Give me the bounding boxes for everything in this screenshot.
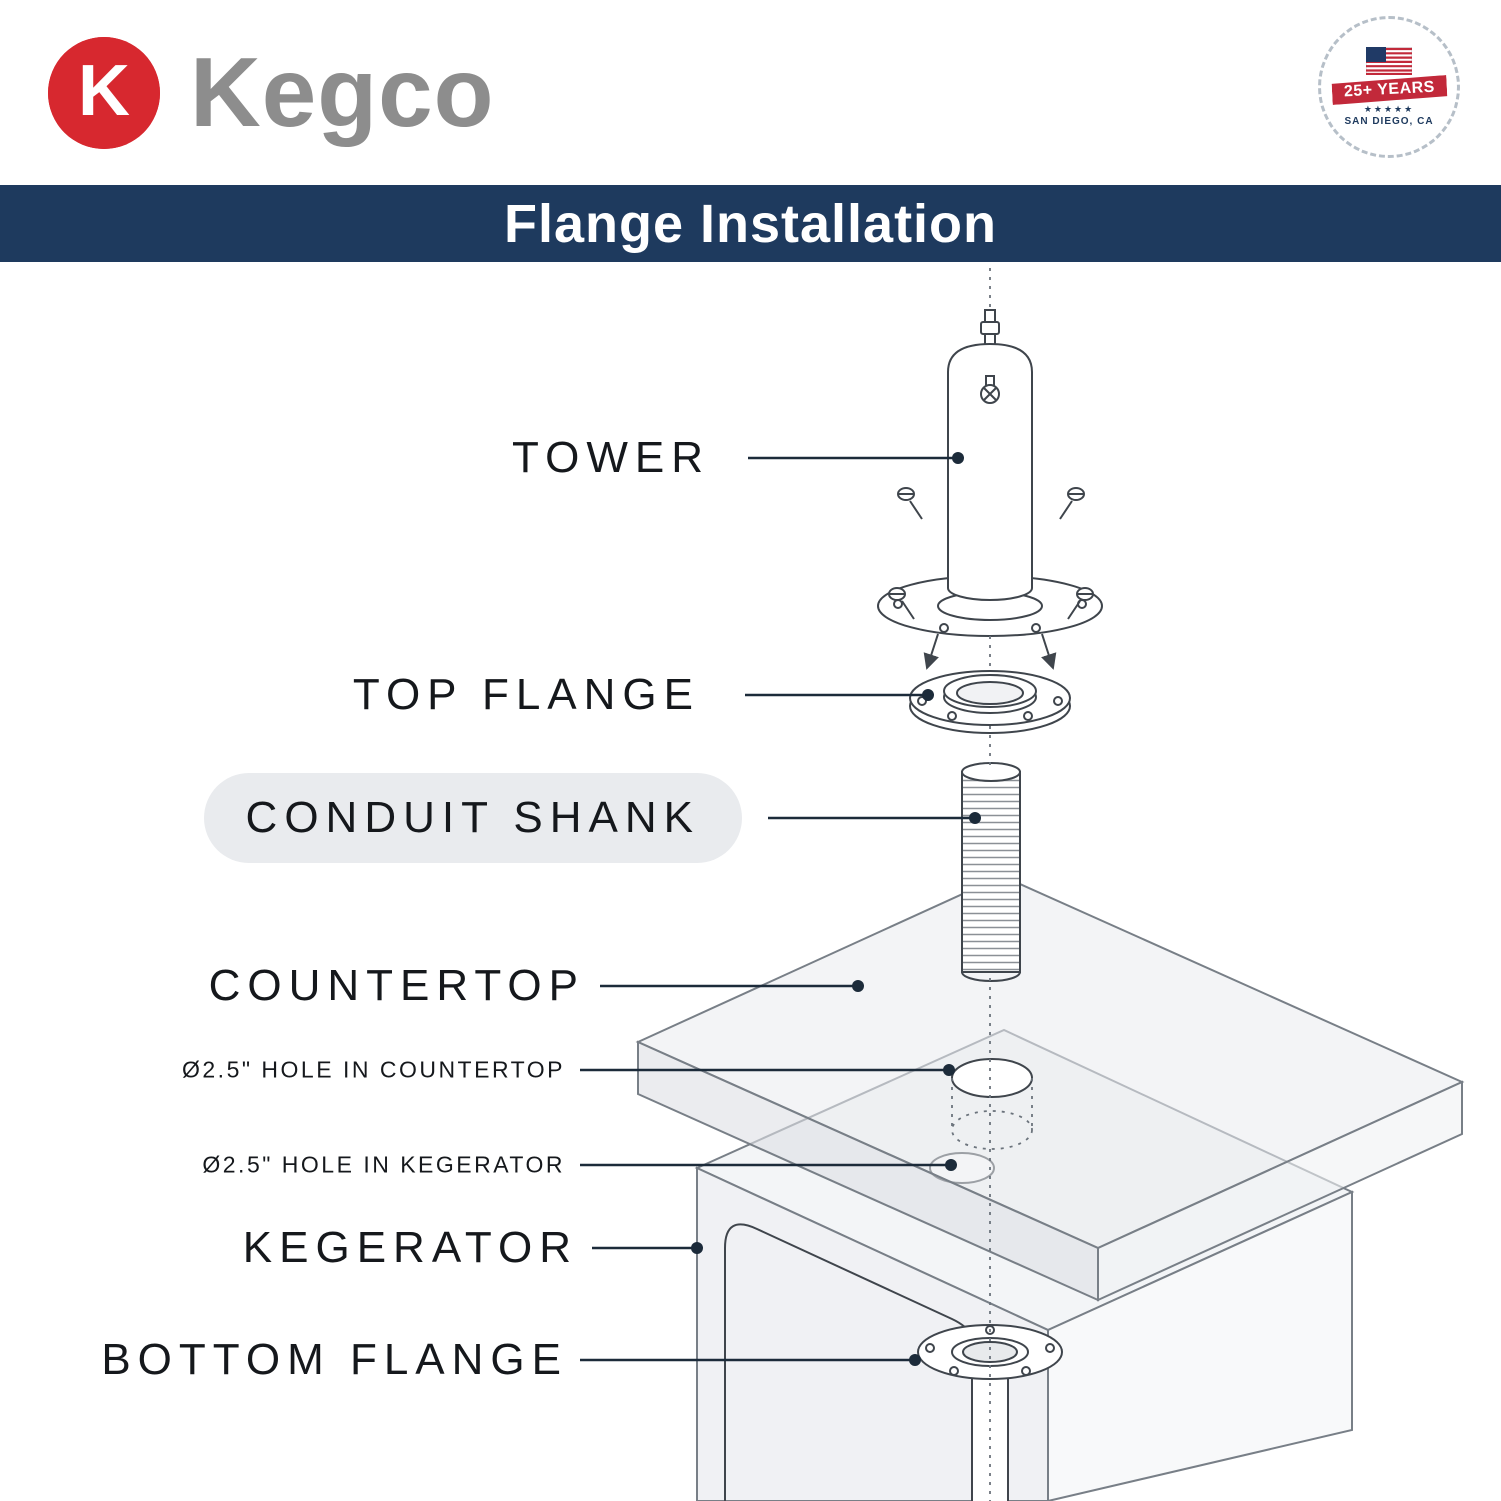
us-flag-icon — [1366, 47, 1412, 75]
badge-location: SAN DIEGO, CA — [1344, 116, 1434, 127]
mounting-screws-drawing — [888, 487, 1094, 670]
countertop-drawing — [635, 874, 1465, 1302]
kegco-logo: K Kegco — [48, 36, 495, 149]
label-countertop: COUNTERTOP — [208, 961, 585, 1010]
bottom-flange-drawing — [917, 1324, 1063, 1501]
label-conduit-shank: CONDUIT SHANK — [203, 773, 742, 863]
page-title: Flange Installation — [503, 193, 998, 254]
conduit-shank-drawing — [961, 762, 1021, 982]
top-flange-drawing — [909, 670, 1071, 734]
label-kegerator: KEGERATOR — [242, 1223, 578, 1272]
anniversary-badge: 25+ YEARS ★★★★★ SAN DIEGO, CA — [1318, 16, 1460, 158]
label-top-flange: TOP FLANGE — [352, 670, 700, 719]
label-tower: TOWER — [512, 433, 710, 482]
brand-name: Kegco — [190, 37, 495, 147]
badge-stars: ★★★★★ — [1363, 104, 1415, 114]
label-hole-countertop: Ø2.5" HOLE IN COUNTERTOP — [182, 1056, 565, 1083]
logo-letter: K — [78, 50, 130, 131]
leader-lines — [580, 452, 981, 1366]
label-hole-kegerator: Ø2.5" HOLE IN KEGERATOR — [202, 1151, 565, 1178]
title-banner: Flange Installation — [0, 185, 1501, 262]
kegco-logo-icon: K — [48, 36, 160, 149]
tower-drawing — [947, 309, 1033, 601]
label-bottom-flange: BOTTOM FLANGE — [101, 1335, 568, 1384]
